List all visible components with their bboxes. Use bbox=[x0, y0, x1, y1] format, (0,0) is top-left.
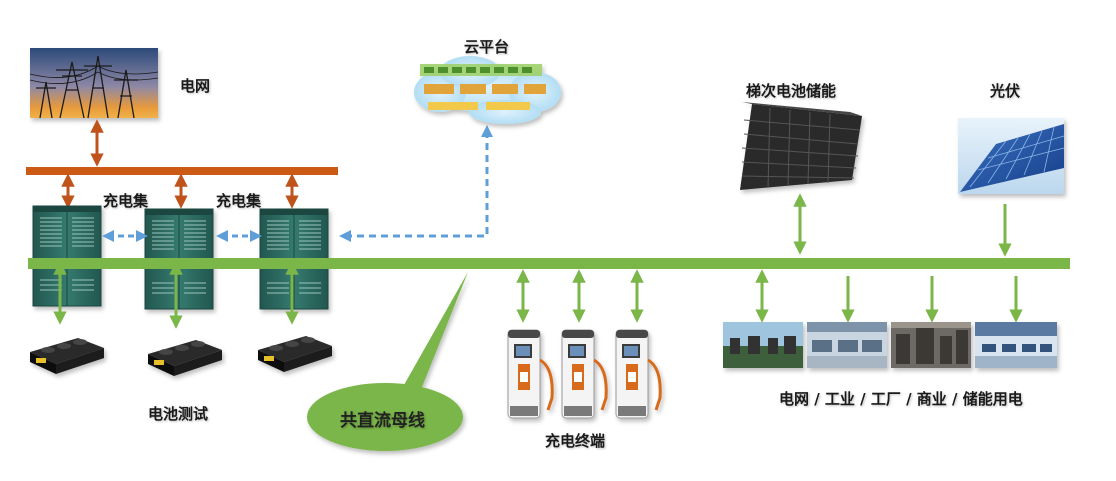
commercial-load-image bbox=[975, 322, 1057, 368]
factory-load-image bbox=[891, 322, 971, 368]
cloud-platform-label: 云平台 bbox=[464, 38, 510, 56]
charging-terminal-label: 充电终端 bbox=[545, 432, 606, 450]
grid-label: 电网 bbox=[180, 77, 211, 95]
cluster-label-left: 充电集 bbox=[103, 192, 149, 210]
charging-terminal-image bbox=[562, 330, 606, 418]
loads-label: 电网 / 工业 / 工厂 / 商业 / 储能用电 bbox=[779, 390, 1023, 408]
charging-terminal-image bbox=[507, 329, 554, 419]
battery-module bbox=[30, 338, 104, 374]
cloud-platform-icon bbox=[414, 56, 561, 124]
battery-test-label: 电池测试 bbox=[148, 405, 209, 423]
dc-bus-label: 共直流母线 bbox=[340, 411, 425, 431]
cascade-storage-label: 梯次电池储能 bbox=[746, 82, 837, 100]
pv-label: 光伏 bbox=[990, 82, 1021, 100]
battery-module bbox=[148, 340, 222, 376]
power-grid-image bbox=[29, 48, 159, 119]
dc-bus bbox=[28, 258, 1070, 269]
charging-terminal-image bbox=[616, 330, 660, 418]
pv-panel-image bbox=[958, 118, 1065, 194]
industry-load-image bbox=[807, 322, 887, 368]
cloud-link-arrow bbox=[339, 125, 493, 242]
bus-callout bbox=[307, 272, 468, 451]
cascade-storage-image bbox=[740, 102, 862, 190]
battery-module bbox=[258, 336, 332, 372]
ac-bus-bar bbox=[26, 167, 338, 175]
cluster-label-right: 充电集 bbox=[216, 192, 262, 210]
charging-cabinet bbox=[32, 205, 102, 307]
grid-load-image bbox=[723, 322, 803, 368]
